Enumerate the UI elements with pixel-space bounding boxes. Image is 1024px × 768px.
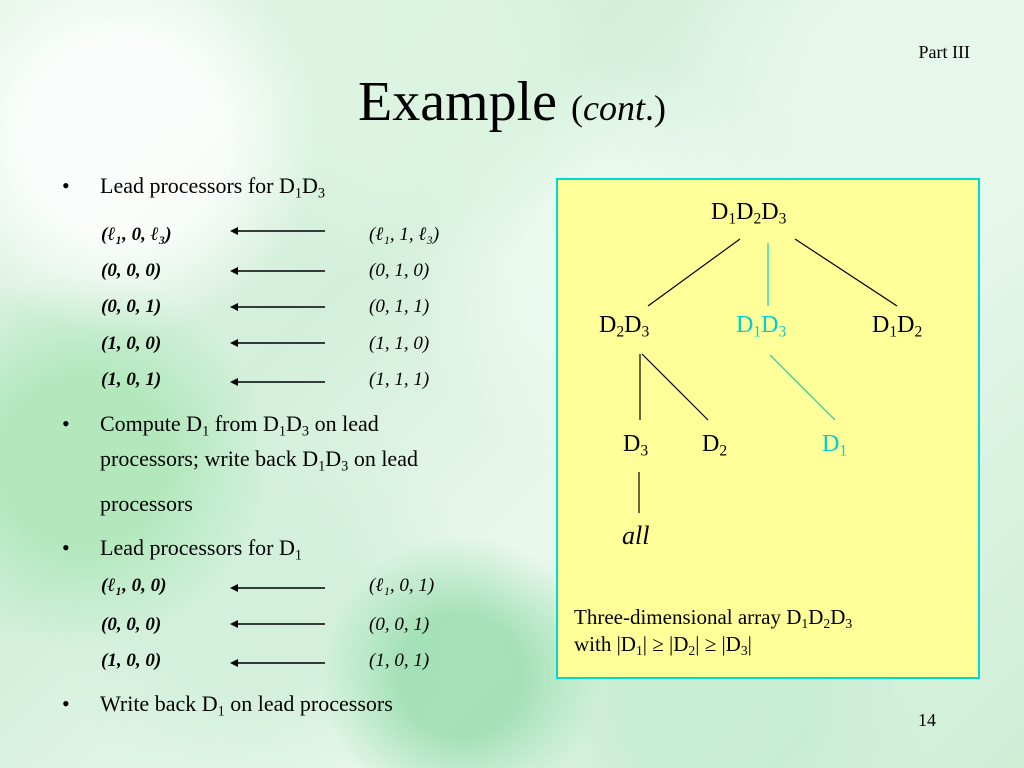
mapping-1-left: (ℓ₁, 0, ℓ₃) [101,224,172,245]
bullet-2-text: Compute D1 from D1D3 on lead [100,411,379,440]
left-arrow-icon [230,584,325,592]
left-arrow-icon [230,659,325,667]
left-arrow-icon [230,339,325,347]
left-arrow-icon [230,303,325,311]
bullet-4-text: Write back D1 on lead processors [100,691,393,720]
bullet-dot: • [62,411,70,436]
bullet-1-text: Lead processors for D1D3 [100,173,326,202]
mapping-1-right: (ℓ₁, 1, ℓ₃) [369,224,440,245]
node-d1d2d3: D1D2D3 [711,199,787,228]
mapping-2-left: (1, 0, 0) [101,650,162,671]
caption-line-1: Three-dimensional array D1D2D3 [574,605,853,632]
mapping-2-right: (0, 0, 1) [369,614,430,635]
mapping-2-right: (ℓ₁, 0, 1) [369,575,435,596]
mapping-1-left: (1, 0, 1) [101,369,162,390]
mapping-2-right: (1, 0, 1) [369,650,430,671]
node-d2: D2 [702,431,728,460]
mapping-1-left: (1, 0, 0) [101,333,162,354]
node-d1d2: D1D2 [872,312,923,341]
mapping-1-right: (0, 1, 0) [369,260,430,281]
mapping-1-right: (1, 1, 1) [369,369,430,390]
page-number: 14 [918,710,936,730]
bullet-dot: • [62,691,70,716]
mapping-1-right: (1, 1, 0) [369,333,430,354]
left-arrow-icon [230,378,325,386]
mapping-1-left: (0, 0, 1) [101,296,162,317]
bullet-dot: • [62,173,70,198]
mapping-1-right: (0, 1, 1) [369,296,430,317]
node-all: all [622,521,650,550]
title-main: Example [357,71,572,133]
bullet-dot: • [62,535,70,560]
mapping-2-left: (ℓ₁, 0, 0) [101,575,167,596]
slide-title: Example (cont.) [0,71,1024,134]
node-d2d3: D2D3 [599,312,650,341]
mapping-1-left: (0, 0, 0) [101,260,162,281]
node-d1d3: D1D3 [736,312,787,341]
node-d1: D1 [822,431,848,460]
left-arrow-icon [230,267,325,275]
caption-line-2: with |D1| ≥ |D2| ≥ |D3| [574,632,752,659]
part-label: Part III [918,42,970,62]
lattice-caption: Three-dimensional array D1D2D3 with |D1|… [574,604,852,659]
title-cont: (cont.) [571,88,667,128]
left-arrow-icon [230,620,325,628]
left-arrow-icon [230,227,325,235]
mapping-2-left: (0, 0, 0) [101,614,162,635]
node-d3: D3 [623,431,649,460]
bullet-3-text: Lead processors for D1 [100,535,303,564]
